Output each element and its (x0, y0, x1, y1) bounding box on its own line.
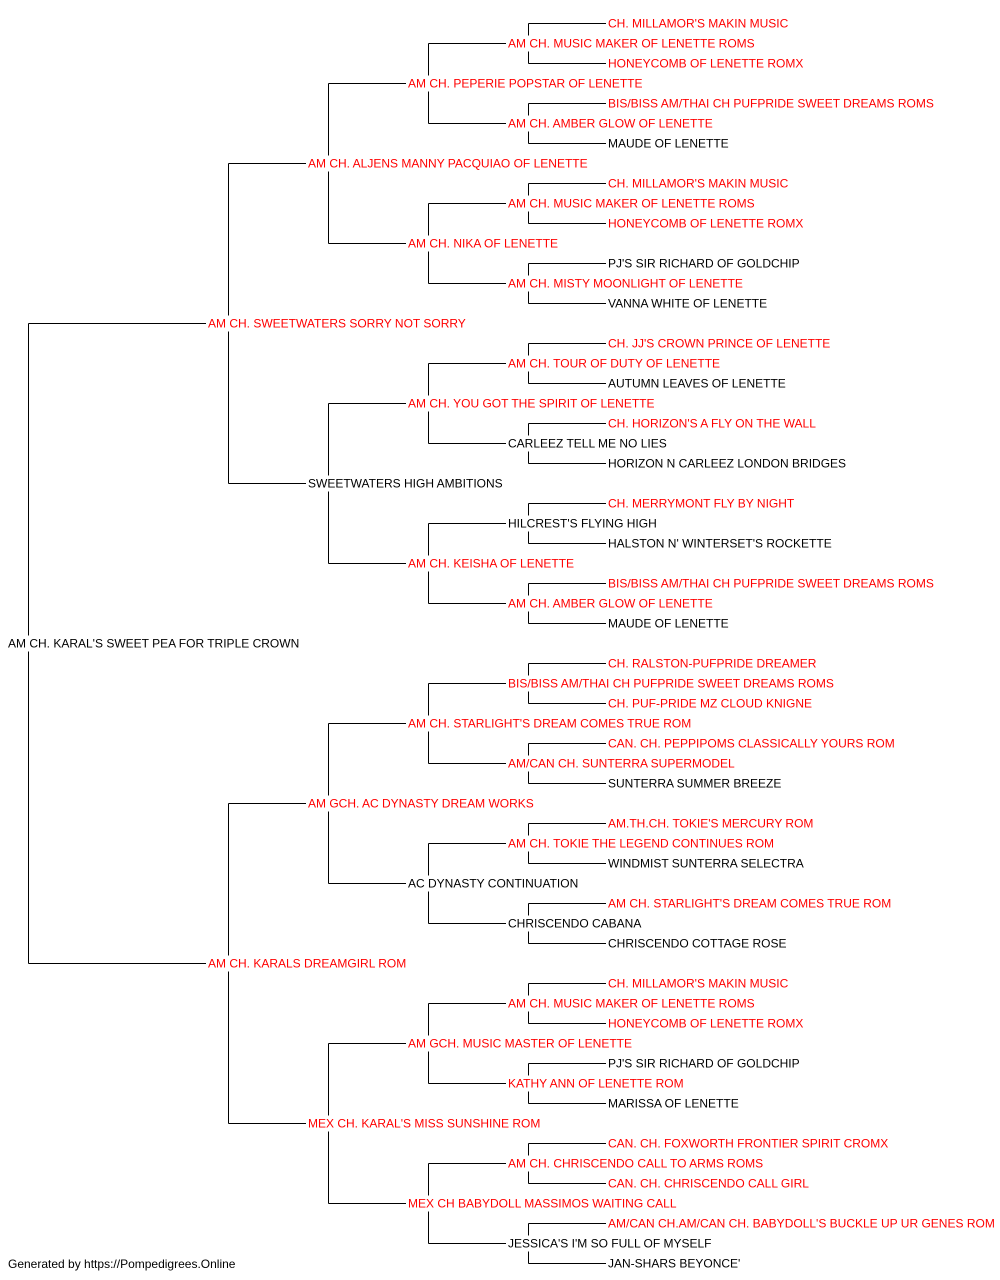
dog-name-pedigree-sire-dam-sire-sire: AM CH. TOUR OF DUTY OF LENETTE (508, 357, 720, 371)
dog-name-pedigree-dam-sire-sire: AM CH. STARLIGHT'S DREAM COMES TRUE ROM (408, 717, 691, 731)
dog-name-pedigree-sire-dam-sire-dam-sire: CH. HORIZON'S A FLY ON THE WALL (608, 417, 816, 431)
dog-name-pedigree-sire-dam-dam-sire-dam: HALSTON N' WINTERSET'S ROCKETTE (608, 537, 832, 551)
dog-name-pedigree-dam-dam-dam-dam-dam: JAN-SHARS BEYONCE' (608, 1257, 740, 1271)
dog-name-pedigree-sire-sire-sire-dam-dam: MAUDE OF LENETTE (608, 137, 729, 151)
dog-name-pedigree-sire-dam-dam-sire-sire: CH. MERRYMONT FLY BY NIGHT (608, 497, 795, 511)
dog-name-pedigree-sire-dam-dam-dam: AM CH. AMBER GLOW OF LENETTE (508, 597, 713, 611)
dog-name-pedigree-dam-sire-dam-sire-dam: WINDMIST SUNTERRA SELECTRA (608, 857, 804, 871)
dog-name-pedigree: AM CH. KARAL'S SWEET PEA FOR TRIPLE CROW… (8, 637, 299, 651)
dog-name-pedigree-sire-sire-sire-sire-sire: CH. MILLAMOR'S MAKIN MUSIC (608, 17, 789, 31)
dog-name-pedigree-sire-dam: SWEETWATERS HIGH AMBITIONS (308, 477, 503, 491)
dog-name-pedigree-sire-sire-sire-sire: AM CH. MUSIC MAKER OF LENETTE ROMS (508, 37, 755, 51)
connector-lines (28, 23, 606, 1264)
dog-name-pedigree-dam-dam-sire-sire: AM CH. MUSIC MAKER OF LENETTE ROMS (508, 997, 755, 1011)
dog-name-pedigree-sire-sire: AM CH. ALJENS MANNY PACQUIAO OF LENETTE (308, 157, 588, 171)
dog-name-pedigree-sire-dam-dam-dam-sire: BIS/BISS AM/THAI CH PUFPRIDE SWEET DREAM… (608, 577, 934, 591)
dog-name-pedigree-sire-dam-sire-sire-sire: CH. JJ'S CROWN PRINCE OF LENETTE (608, 337, 830, 351)
dog-name-pedigree-dam-sire-sire-sire-dam: CH. PUF-PRIDE MZ CLOUD KNIGNE (608, 697, 812, 711)
generated-by-footer: Generated by https://Pompedigrees.Online (8, 1257, 236, 1271)
dog-name-pedigree-dam-dam-sire-dam: KATHY ANN OF LENETTE ROM (508, 1077, 684, 1091)
dog-name-pedigree-sire-sire-dam-sire: AM CH. MUSIC MAKER OF LENETTE ROMS (508, 197, 755, 211)
dog-name-pedigree-dam-sire-dam-dam-sire: AM CH. STARLIGHT'S DREAM COMES TRUE ROM (608, 897, 891, 911)
dog-name-pedigree-dam-sire-dam-dam: CHRISCENDO CABANA (508, 917, 641, 931)
dog-name-pedigree-sire-dam-dam-sire: HILCREST'S FLYING HIGH (508, 517, 657, 531)
dog-name-pedigree-dam-dam-dam-dam-sire: AM/CAN CH.AM/CAN CH. BABYDOLL'S BUCKLE U… (608, 1217, 995, 1231)
dog-name-pedigree-dam-dam-dam-sire-dam: CAN. CH. CHRISCENDO CALL GIRL (608, 1177, 809, 1191)
dog-name-pedigree-sire-sire-sire-sire-dam: HONEYCOMB OF LENETTE ROMX (608, 57, 803, 71)
dog-name-pedigree-dam-dam-dam-sire: AM CH. CHRISCENDO CALL TO ARMS ROMS (508, 1157, 763, 1171)
dog-name-pedigree-sire-sire-sire: AM CH. PEPERIE POPSTAR OF LENETTE (408, 77, 643, 91)
dog-labels: AM CH. KARAL'S SWEET PEA FOR TRIPLE CROW… (8, 17, 995, 1271)
dog-name-pedigree-sire-sire-dam-dam-sire: PJ'S SIR RICHARD OF GOLDCHIP (608, 257, 800, 271)
dog-name-pedigree-sire-dam-sire: AM CH. YOU GOT THE SPIRIT OF LENETTE (408, 397, 655, 411)
dog-name-pedigree-dam: AM CH. KARALS DREAMGIRL ROM (208, 957, 406, 971)
dog-name-pedigree-dam-dam-dam-sire-sire: CAN. CH. FOXWORTH FRONTIER SPIRIT CROMX (608, 1137, 888, 1151)
dog-name-pedigree-dam-sire-sire-dam-sire: CAN. CH. PEPPIPOMS CLASSICALLY YOURS ROM (608, 737, 895, 751)
dog-name-pedigree-dam-dam-sire-sire-sire: CH. MILLAMOR'S MAKIN MUSIC (608, 977, 789, 991)
dog-name-pedigree-dam-dam-dam-dam: JESSICA'S I'M SO FULL OF MYSELF (508, 1237, 712, 1251)
dog-name-pedigree-sire-dam-dam: AM CH. KEISHA OF LENETTE (408, 557, 574, 571)
dog-name-pedigree-sire-sire-dam-dam: AM CH. MISTY MOONLIGHT OF LENETTE (508, 277, 743, 291)
dog-name-pedigree-dam-dam-sire-sire-dam: HONEYCOMB OF LENETTE ROMX (608, 1017, 803, 1031)
dog-name-pedigree-sire-dam-sire-sire-dam: AUTUMN LEAVES OF LENETTE (608, 377, 786, 391)
dog-name-pedigree-sire-dam-sire-dam-dam: HORIZON N CARLEEZ LONDON BRIDGES (608, 457, 846, 471)
dog-name-pedigree-sire-sire-dam-sire-sire: CH. MILLAMOR'S MAKIN MUSIC (608, 177, 789, 191)
dog-name-pedigree-dam-dam-sire-dam-dam: MARISSA OF LENETTE (608, 1097, 739, 1111)
dog-name-pedigree-sire-sire-sire-dam-sire: BIS/BISS AM/THAI CH PUFPRIDE SWEET DREAM… (608, 97, 934, 111)
dog-name-pedigree-dam-dam: MEX CH. KARAL'S MISS SUNSHINE ROM (308, 1117, 540, 1131)
dog-name-pedigree-dam-sire-sire-dam-dam: SUNTERRA SUMMER BREEZE (608, 777, 781, 791)
dog-name-pedigree-dam-sire-dam-sire-sire: AM.TH.CH. TOKIE'S MERCURY ROM (608, 817, 813, 831)
dog-name-pedigree-dam-dam-dam: MEX CH BABYDOLL MASSIMOS WAITING CALL (408, 1197, 677, 1211)
dog-name-pedigree-dam-sire-dam-sire: AM CH. TOKIE THE LEGEND CONTINUES ROM (508, 837, 774, 851)
dog-name-pedigree-dam-sire-sire-dam: AM/CAN CH. SUNTERRA SUPERMODEL (508, 757, 735, 771)
dog-name-pedigree-sire-sire-dam-dam-dam: VANNA WHITE OF LENETTE (608, 297, 767, 311)
dog-name-pedigree-sire-sire-sire-dam: AM CH. AMBER GLOW OF LENETTE (508, 117, 713, 131)
dog-name-pedigree-dam-dam-sire-dam-sire: PJ'S SIR RICHARD OF GOLDCHIP (608, 1057, 800, 1071)
dog-name-pedigree-dam-dam-sire: AM GCH. MUSIC MASTER OF LENETTE (408, 1037, 632, 1051)
dog-name-pedigree-dam-sire: AM GCH. AC DYNASTY DREAM WORKS (308, 797, 534, 811)
dog-name-pedigree-dam-sire-dam-dam-dam: CHRISCENDO COTTAGE ROSE (608, 937, 786, 951)
dog-name-pedigree-dam-sire-dam: AC DYNASTY CONTINUATION (408, 877, 578, 891)
dog-name-pedigree-sire-sire-dam: AM CH. NIKA OF LENETTE (408, 237, 558, 251)
dog-name-pedigree-sire-sire-dam-sire-dam: HONEYCOMB OF LENETTE ROMX (608, 217, 803, 231)
dog-name-pedigree-dam-sire-sire-sire: BIS/BISS AM/THAI CH PUFPRIDE SWEET DREAM… (508, 677, 834, 691)
dog-name-pedigree-sire-dam-sire-dam: CARLEEZ TELL ME NO LIES (508, 437, 667, 451)
dog-name-pedigree-sire-dam-dam-dam-dam: MAUDE OF LENETTE (608, 617, 729, 631)
dog-name-pedigree-sire: AM CH. SWEETWATERS SORRY NOT SORRY (208, 317, 466, 331)
dog-name-pedigree-dam-sire-sire-sire-sire: CH. RALSTON-PUFPRIDE DREAMER (608, 657, 817, 671)
